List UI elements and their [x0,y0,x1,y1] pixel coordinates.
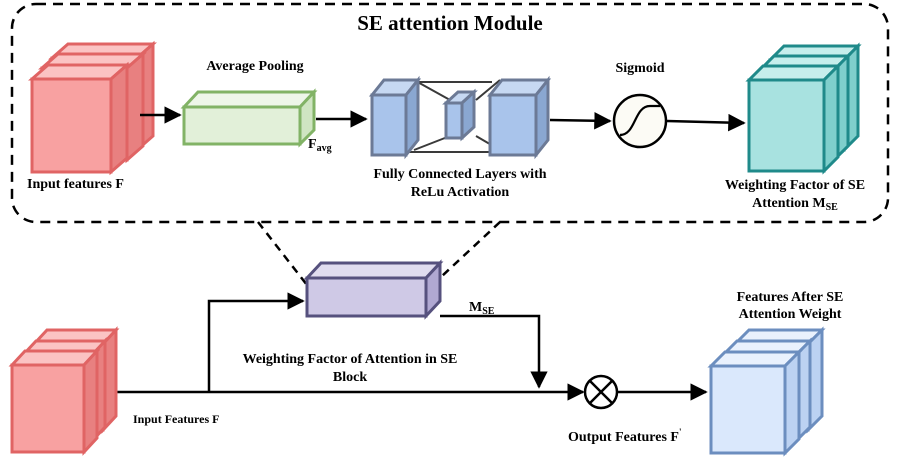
fc-link [413,135,451,151]
module-title: SE attention Module [357,11,543,35]
multiply-node [583,374,619,410]
se-module-boundary [10,2,890,224]
favg-label: Favg [308,136,332,158]
multiply-icon [589,380,613,404]
output-main: Output Features F [568,430,679,445]
fc-link [475,79,501,101]
input-features-stack [28,40,157,176]
fc-label-line1: Fully Connected Layers with [373,167,547,182]
fc-layer-3 [486,75,552,160]
block-input-label: Input Features F [133,412,220,426]
bottom-input-stack [8,326,120,456]
se-block-output-line [440,314,548,389]
se-block [303,259,444,320]
module-weight-label-line2: Attention MSE [700,195,890,217]
sigmoid-curve-icon [619,104,660,137]
favg-main: F [308,137,317,152]
average-pooling-block [180,88,318,148]
cube-layer [745,62,842,175]
block-weight-label-line2: Block [332,370,368,385]
cube-layer [707,348,803,457]
after-label-line2: Attention Weight [738,307,842,322]
after-label-line1: Features After SE [736,290,844,305]
module-weight-label-line1: Weighting Factor of SE [724,178,866,193]
branch-to-se-block [207,292,305,392]
mse-sub: SE [482,306,495,317]
output-label: Output Features F' [568,423,681,447]
fc-link [413,79,451,101]
zoom-line-right [441,221,501,277]
pooling-label: Average Pooling [206,59,304,74]
zoom-line-left [257,221,308,286]
block-weight-label-line1: Weighting Factor of Attention in SE [242,352,458,367]
cube-layer [28,61,131,176]
fc-label-line2: ReLu Activation [410,185,510,200]
cube-layer [8,347,101,456]
module-weight-sub: SE [825,202,838,213]
arrow-fc-to-sigmoid [549,111,612,130]
mse-main: M [469,300,483,315]
module-weight-main: Attention M [752,196,826,211]
module-input-label: Input features F [27,177,124,192]
fully-connected-layers [368,75,552,160]
favg-sub: avg [316,143,332,154]
mse-label: MSE [469,299,494,321]
sigmoid-node [612,93,668,149]
arrow-sigmoid-to-weights [666,113,746,132]
fc-layer-1 [368,75,422,160]
weighting-factor-stack [745,42,862,175]
sigmoid-label: Sigmoid [615,61,665,76]
fc-layer-2 [442,88,478,142]
output-features-stack [707,326,826,457]
output-sup: ' [678,427,682,437]
